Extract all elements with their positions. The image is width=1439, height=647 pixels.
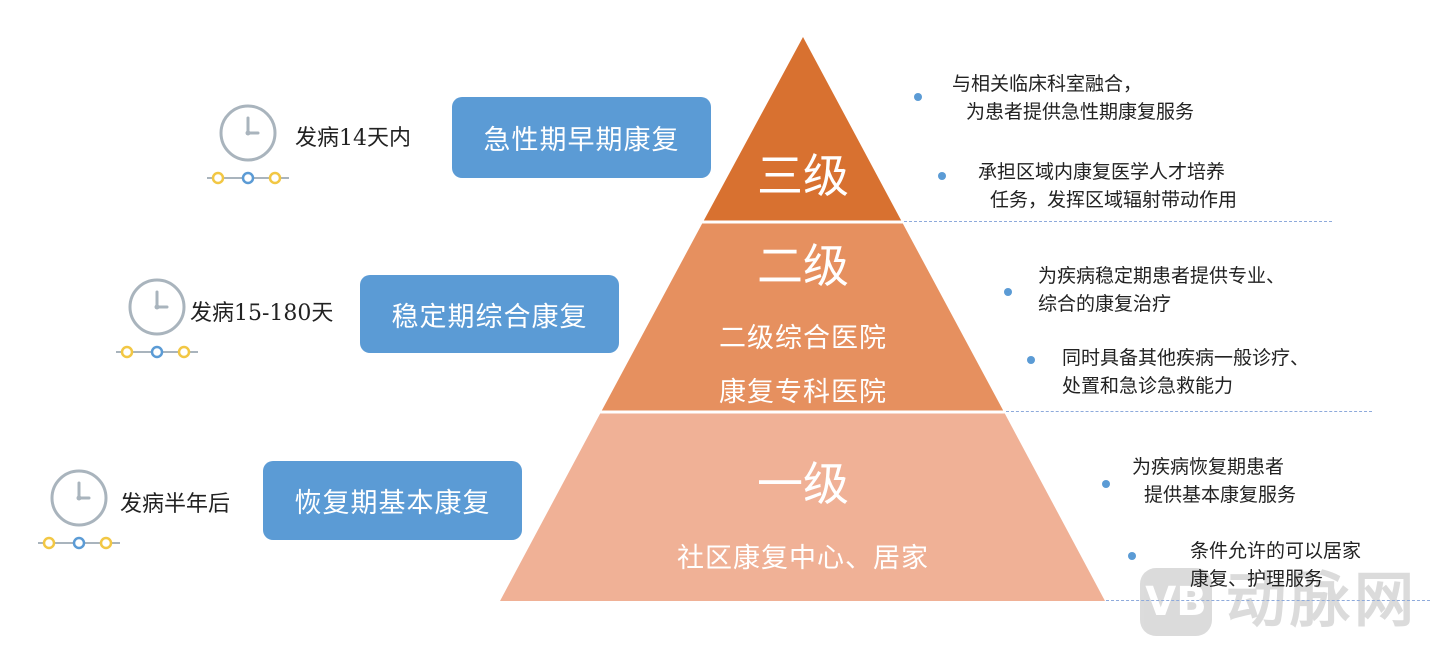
- bullet-icon: [1027, 356, 1035, 364]
- phase-time-label: 发病14天内: [295, 126, 411, 151]
- note-tier2-b: 同时具备其他疾病一般诊疗、 处置和急诊急救能力: [1062, 347, 1310, 397]
- watermark-text: 动脉网: [1226, 566, 1418, 636]
- bullet-icon: [1102, 480, 1110, 488]
- note-tier1-b: 条件允许的可以居家 康复、护理服务: [1190, 540, 1362, 590]
- tier-3-title: 三级: [757, 149, 849, 203]
- phase-time-label: 发病半年后: [120, 492, 231, 517]
- tier-2-subtitle: 二级综合医院: [719, 323, 887, 354]
- phase-time-label: 发病15-180天: [190, 301, 334, 326]
- vb-logo-icon: VB: [1140, 568, 1212, 636]
- tier-2-shape: [601, 222, 1004, 412]
- clock-icon: [116, 278, 198, 359]
- tier-1-subtitle: 社区康复中心、居家: [677, 543, 929, 574]
- divider-line: [1106, 600, 1430, 601]
- bullet-icon: [938, 172, 946, 180]
- tier-1-shape: [500, 412, 1105, 601]
- phase-box-recovery: 恢复期基本康复: [263, 461, 522, 540]
- bullet-icon: [914, 93, 922, 101]
- note-tier1-a: 为疾病恢复期患者 提供基本康复服务: [1132, 456, 1297, 506]
- bullet-icon: [1004, 288, 1012, 296]
- tier-3-shape: [703, 37, 902, 222]
- divider-line: [1006, 411, 1372, 412]
- tier-2-title: 二级: [757, 239, 849, 293]
- watermark: VB 动脉网: [1140, 566, 1430, 638]
- note-tier3-b: 承担区域内康复医学人才培养 任务，发挥区域辐射带动作用: [978, 161, 1238, 211]
- phase-box-acute: 急性期早期康复: [452, 97, 711, 178]
- clock-icon: [207, 104, 289, 185]
- note-tier2-a: 为疾病稳定期患者提供专业、 综合的康复治疗: [1038, 265, 1286, 315]
- note-tier3-a: 与相关临床科室融合， 为患者提供急性期康复服务: [952, 73, 1195, 123]
- clock-icon: [38, 469, 120, 550]
- divider-line: [904, 221, 1332, 222]
- tier-1-title: 一级: [757, 457, 849, 511]
- tier-2-subtitle: 康复专科医院: [719, 377, 887, 408]
- phase-box-stable: 稳定期综合康复: [360, 275, 619, 353]
- bullet-icon: [1128, 552, 1136, 560]
